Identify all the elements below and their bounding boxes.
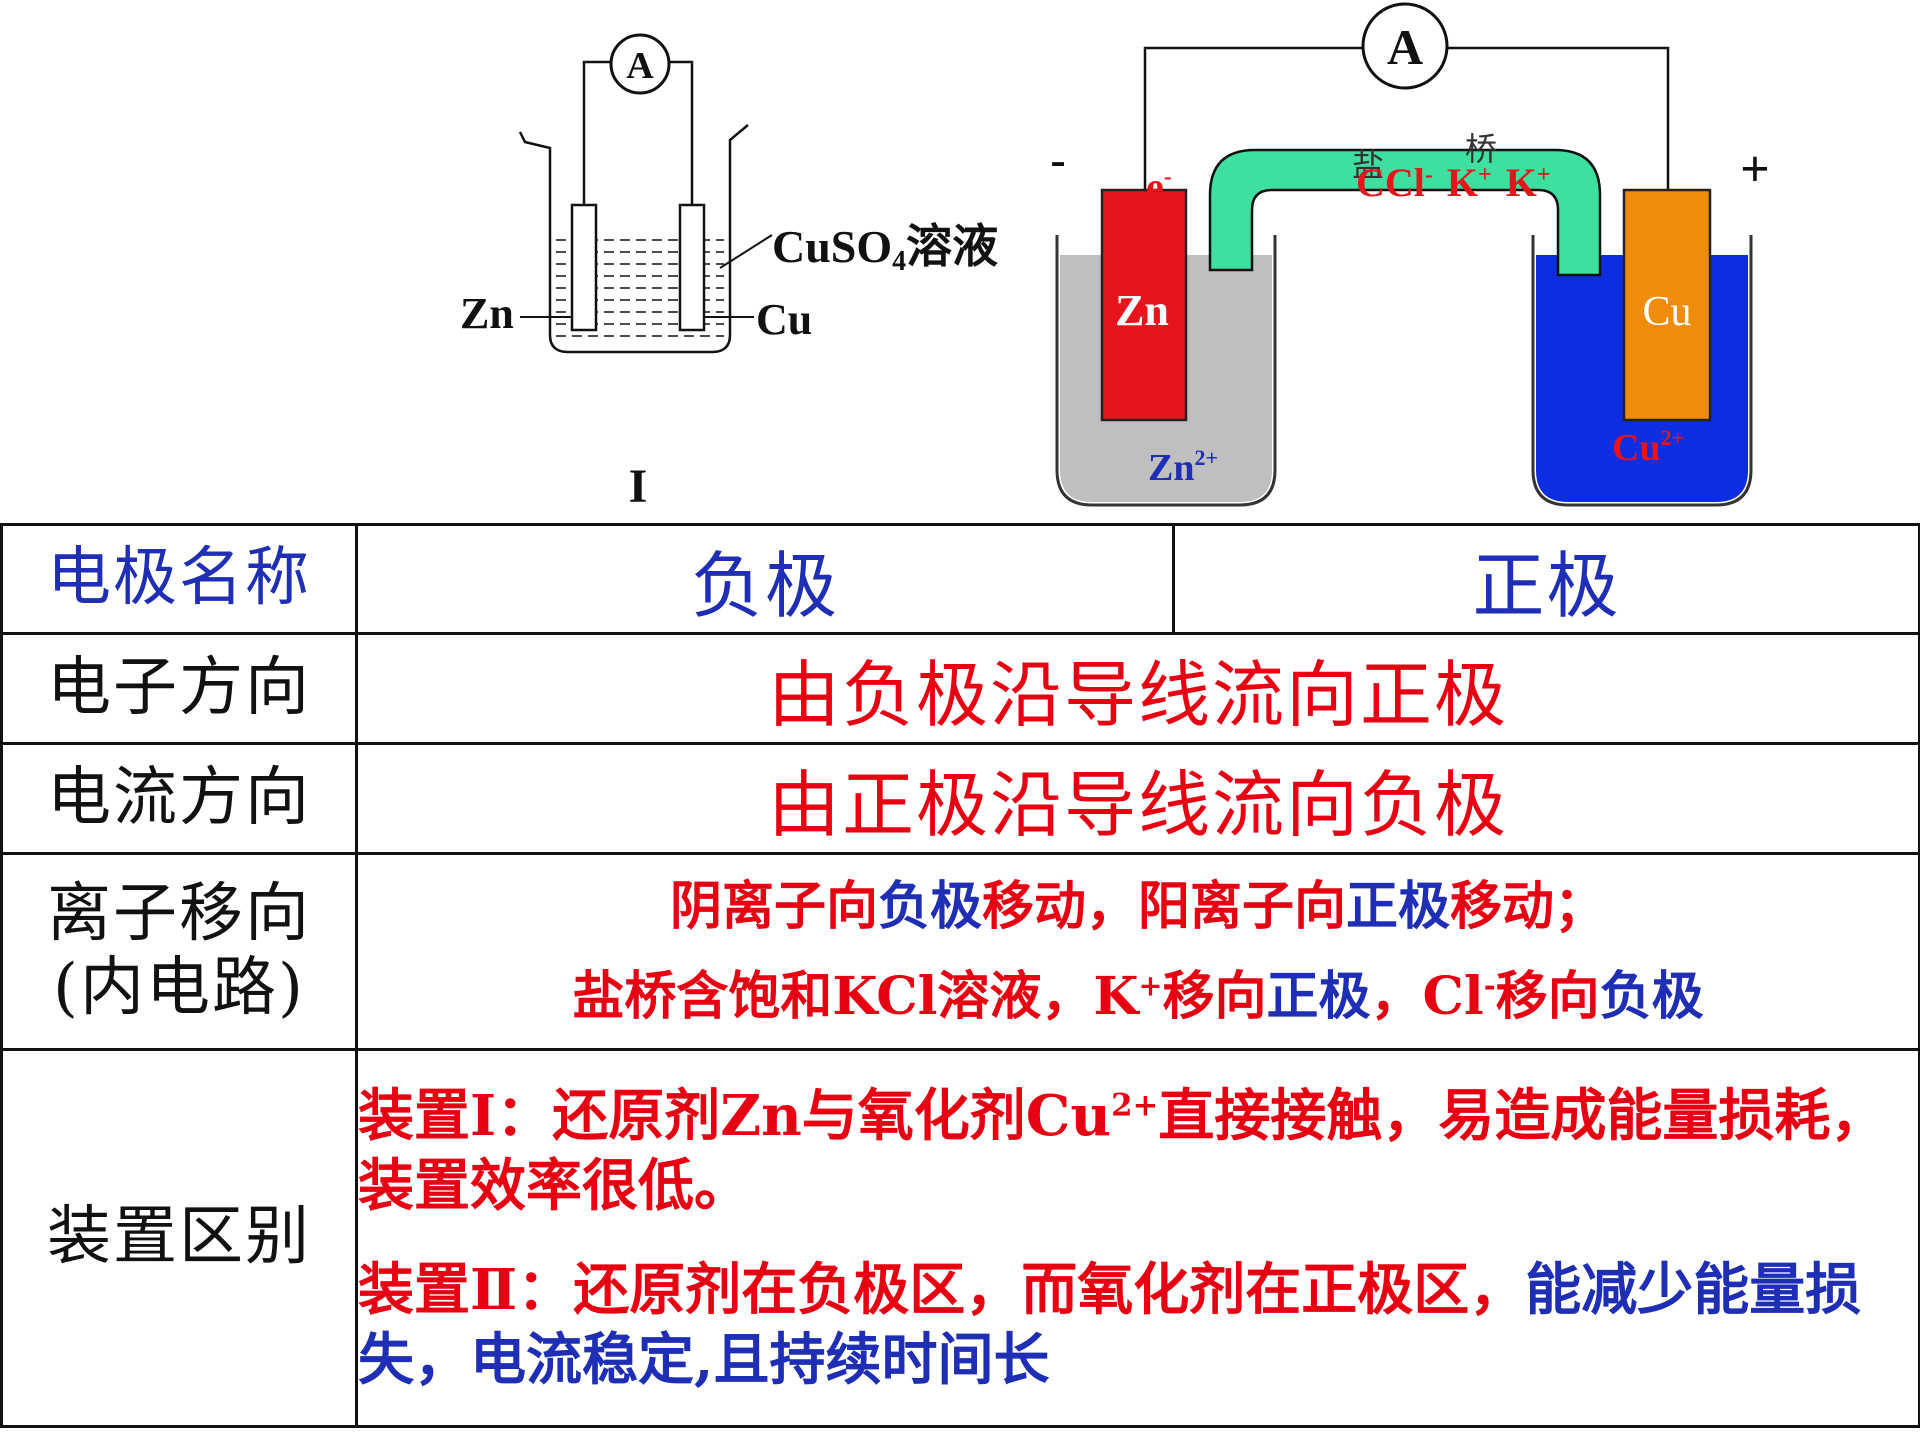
- table-row: 电流方向 由正极沿导线流向负极: [0, 742, 1920, 855]
- ion-migration-label: 离子移向: [47, 876, 311, 951]
- wire-left: [1143, 46, 1362, 190]
- row-label-device-difference: 装置区别: [0, 1048, 358, 1428]
- wire-left: [582, 60, 612, 205]
- device-difference-value: 装置Ⅰ：还原剂Zn与氧化剂Cu2+直接接触，易造成能量损耗，装置效率很低。 装置…: [355, 1048, 1920, 1428]
- negative-electrode-cell: 负极: [355, 523, 1175, 635]
- beaker-outline: [518, 124, 749, 354]
- ammeter-icon: [609, 33, 671, 95]
- positive-sign: +: [1740, 141, 1770, 198]
- zn-electrode-rod: [570, 203, 598, 332]
- solution-lines: [556, 239, 724, 337]
- cu-electrode-rod: [678, 203, 706, 332]
- galvanic-cell-diagrams: A Zn Cu CuSO4溶液 I A Zn Cu - + e-: [460, 2, 1770, 513]
- row-label-ion-migration: 离子移向 (内电路): [0, 852, 358, 1051]
- solution-pointer: [719, 234, 773, 269]
- current-direction-value: 由正极沿导线流向负极: [355, 742, 1920, 855]
- copper-electrode-label: Cu: [1642, 289, 1691, 335]
- bridge-label-2: 桥: [1465, 131, 1497, 167]
- copper-ion-label: Cu2+: [1612, 425, 1684, 469]
- zinc-ion-label: Zn2+: [1148, 445, 1218, 489]
- wire-right: [1448, 46, 1670, 190]
- comparison-table: 电极名称 负极 正极 电子方向 由负极沿导线流向正极 电流方向 由正极沿导线流向…: [0, 523, 1920, 1428]
- bridge-label-1: 盐: [1352, 147, 1384, 183]
- device-one-note: 装置Ⅰ：还原剂Zn与氧化剂Cu2+直接接触，易造成能量损耗，装置效率很低。: [358, 1083, 1887, 1219]
- negative-sign: -: [1050, 134, 1065, 185]
- wire-right: [668, 60, 694, 205]
- electron-direction-value: 由负极沿导线流向正极: [355, 632, 1920, 745]
- ion-migration-value: 阴离子向负极移动，阳离子向正极移动； 盐桥含饱和KCl溶液，K+移向正极，Cl-…: [355, 852, 1920, 1051]
- inner-circuit-label: (内电路): [53, 950, 305, 1025]
- electron-label: e-: [1146, 164, 1172, 209]
- cell-one-diagram: A Zn Cu CuSO4溶液 I: [460, 33, 998, 513]
- copper-electrode: [1622, 188, 1712, 422]
- row-label-electrode-name: 电极名称: [0, 523, 358, 635]
- zinc-electrode: [1100, 188, 1188, 422]
- ammeter-label: A: [1387, 19, 1423, 75]
- solution-label: CuSO4溶液: [772, 221, 998, 277]
- table-row: 电极名称 负极 正极: [0, 523, 1920, 635]
- zinc-electrode-label: Zn: [1115, 286, 1169, 335]
- ammeter-icon: [1361, 2, 1449, 90]
- table-row: 电子方向 由负极沿导线流向正极: [0, 632, 1920, 745]
- bridge-ions-label: CCl-K+K+: [1356, 160, 1551, 205]
- table-row: 装置区别 装置Ⅰ：还原剂Zn与氧化剂Cu2+直接接触，易造成能量损耗，装置效率很…: [0, 1048, 1920, 1428]
- table-row: 离子移向 (内电路) 阴离子向负极移动，阳离子向正极移动； 盐桥含饱和KCl溶液…: [0, 852, 1920, 1051]
- ion-migration-line-2: 盐桥含饱和KCl溶液，K+移向正极，Cl-移向负极: [572, 965, 1704, 1027]
- salt-bridge: [1208, 148, 1602, 277]
- cell-one-label: I: [629, 460, 648, 513]
- ion-migration-line-1: 阴离子向负极移动，阳离子向正极移动；: [669, 875, 1607, 937]
- row-label-electron-direction: 电子方向: [0, 632, 358, 745]
- row-label-current-direction: 电流方向: [0, 742, 358, 855]
- device-two-note: 装置Ⅱ：还原剂在负极区，而氧化剂在正极区，能减少能量损失，电流稳定,且持续时间长: [358, 1257, 1862, 1393]
- left-beaker: [1055, 235, 1277, 507]
- ammeter-label: A: [626, 45, 654, 87]
- cell-two-diagram: A Zn Cu - + e- 盐 桥 CCl-K+K+ Zn2+ Cu2+: [1050, 2, 1770, 507]
- zn-label: Zn: [460, 289, 514, 338]
- positive-electrode-cell: 正极: [1172, 523, 1920, 635]
- right-beaker: [1531, 235, 1753, 507]
- cu-label: Cu: [756, 295, 812, 344]
